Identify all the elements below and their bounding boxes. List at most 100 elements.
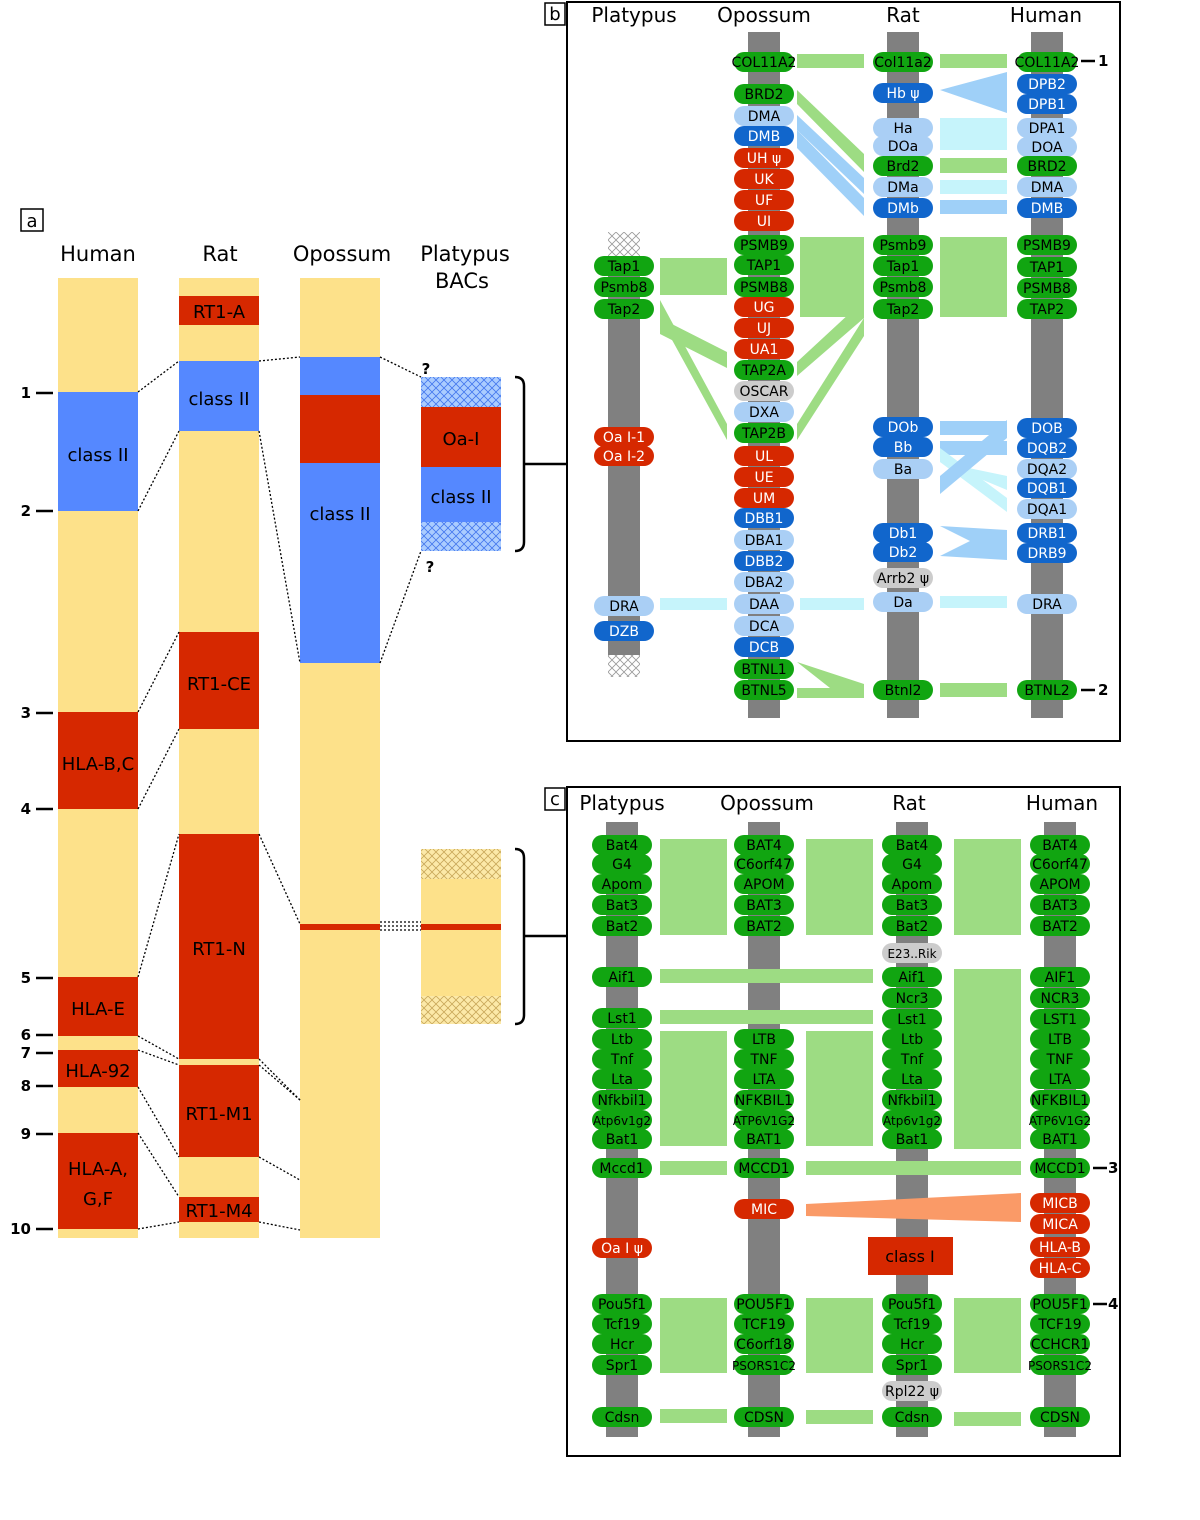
- gene-opossum-ua1: [734, 339, 794, 359]
- rt1-a-label: RT1-A: [193, 302, 246, 323]
- gene-label: Hcr: [610, 1337, 634, 1353]
- gene-human-dob: [1017, 418, 1077, 438]
- tick-1: 1: [21, 384, 31, 402]
- gene-label: DQB2: [1027, 441, 1067, 457]
- tick-7: 7: [21, 1044, 31, 1062]
- question-mark-top: ?: [422, 360, 431, 378]
- gene-opossum-psmb9: [734, 235, 794, 255]
- gene-label: BAT1: [1042, 1132, 1078, 1148]
- gene-human-psors1c2: [1030, 1355, 1090, 1375]
- gene-opossum-pou5f1: [734, 1294, 794, 1314]
- tick-5: 5: [21, 969, 31, 987]
- gene-label: LTA: [1049, 1072, 1072, 1088]
- gene-platypus-apom: [592, 874, 652, 894]
- rt1-ce-label: RT1-CE: [187, 674, 251, 695]
- gene-label: TAP1: [1029, 260, 1064, 276]
- gene-label: Nfkbil1: [597, 1093, 646, 1109]
- gene-human-psmb8: [1017, 278, 1077, 298]
- tick-marks: 1 2 3 4 5 6 7 8 9 10: [10, 384, 53, 1238]
- gene-rat-tap2: [873, 299, 933, 319]
- gene-opossum-daa: [734, 594, 794, 614]
- gene-opossum-dcb: [734, 637, 794, 657]
- gene-human-dqa1: [1017, 499, 1077, 519]
- gene-label: UA1: [750, 342, 779, 358]
- gene-platypus-bat4: [592, 835, 652, 855]
- human-class-ii-label: class II: [67, 445, 128, 466]
- gene-opossum-apom: [734, 874, 794, 894]
- gene-label: BAT3: [1042, 898, 1078, 914]
- gene-label: COL11A2: [1015, 55, 1080, 71]
- panel-c-header-platypus: Platypus: [579, 791, 664, 815]
- gene-platypus-oa-i-: [592, 1238, 652, 1258]
- human-chromosome: class II HLA-B,C HLA-E HLA-92 HLA-A, G,F: [58, 278, 138, 1238]
- gene-human-btnl2: [1017, 680, 1077, 700]
- gene-label: DMB: [1031, 201, 1063, 217]
- platypus-oa-i-label: Oa-I: [442, 429, 479, 450]
- gene-label: Psmb9: [880, 238, 927, 254]
- panel-b-header-rat: Rat: [886, 3, 920, 27]
- header-platypus: Platypus: [420, 242, 510, 266]
- marker-3: 3: [1108, 1159, 1118, 1177]
- gene-human-apom: [1030, 874, 1090, 894]
- panel-c-header-human: Human: [1026, 791, 1098, 815]
- gene-label: DRB9: [1027, 546, 1066, 562]
- gene-opossum-dba2: [734, 572, 794, 592]
- gene-label: TNF: [1045, 1052, 1073, 1068]
- hla-92-label: HLA-92: [65, 1061, 130, 1082]
- panel-c-markers: 3 4: [1093, 1159, 1118, 1313]
- gene-label: PSMB8: [1023, 281, 1071, 297]
- panel-c-genes: Bat4G4ApomBat3Bat2Aif1Lst1LtbTnfLtaNfkbi…: [592, 835, 1092, 1427]
- gene-label: G4: [612, 857, 632, 873]
- header-opossum: Opossum: [293, 242, 391, 266]
- panel-b: b Platypus Opossum Rat Human: [544, 1, 1121, 742]
- rat-class-ii-label: class II: [188, 389, 249, 410]
- gene-label: Spr1: [606, 1358, 638, 1374]
- gene-label: PSORS1C2: [1028, 1359, 1092, 1373]
- gene-label: Tnf: [610, 1052, 634, 1068]
- tick-8: 8: [21, 1077, 31, 1095]
- gene-human-tap1: [1017, 257, 1077, 277]
- gene-opossum-dba1: [734, 530, 794, 550]
- gene-label: MICA: [1042, 1217, 1078, 1233]
- gene-human-tcf19: [1030, 1314, 1090, 1334]
- gene-rat-aif1: [882, 967, 942, 987]
- gene-human-psmb9: [1017, 235, 1077, 255]
- gene-label: Mccd1: [599, 1161, 644, 1177]
- gene-opossum-tap2a: [734, 360, 794, 380]
- tick-9: 9: [21, 1125, 31, 1143]
- gene-opossum-uk: [734, 169, 794, 189]
- gene-rat-da: [873, 592, 933, 612]
- gene-rat-e23-rik: [882, 943, 942, 963]
- gene-human-drb1: [1017, 523, 1077, 543]
- gene-label: UJ: [757, 321, 771, 337]
- gene-human-dqb1: [1017, 478, 1077, 498]
- gene-label: Apom: [602, 877, 643, 893]
- gene-label: LTB: [1048, 1032, 1072, 1048]
- rat-chromosome: RT1-A class II RT1-CE RT1-N RT1-M1 RT1-M…: [179, 278, 259, 1238]
- gene-opossum-dbb2: [734, 551, 794, 571]
- panel-b-header-opossum: Opossum: [717, 3, 811, 27]
- gene-label: MCCD1: [738, 1161, 789, 1177]
- gene-rat-lta: [882, 1069, 942, 1089]
- gene-label: UM: [753, 491, 775, 507]
- gene-label: Lst1: [607, 1011, 637, 1027]
- gene-human-doa: [1017, 137, 1077, 157]
- gene-human-c6orf47: [1030, 854, 1090, 874]
- panel-b-markers: 1 2: [1081, 52, 1108, 699]
- gene-rat-arrb2-: [873, 568, 933, 588]
- gene-human-ltb: [1030, 1029, 1090, 1049]
- rt1-m4-region: [179, 1197, 259, 1222]
- gene-label: Psmb8: [880, 280, 927, 296]
- rt1-n-region: [179, 834, 259, 1059]
- panel-b-connectors: [660, 54, 1007, 698]
- gene-human-dqb2: [1017, 438, 1077, 458]
- gene-opossum-ui: [734, 211, 794, 231]
- gene-label: LST1: [1043, 1012, 1077, 1028]
- gene-label: AIF1: [1045, 970, 1076, 986]
- gene-human-atp6v1g2: [1030, 1110, 1090, 1130]
- gene-label: DPB2: [1028, 77, 1066, 93]
- gene-human-bat1: [1030, 1129, 1090, 1149]
- gene-human-tap2: [1017, 299, 1077, 319]
- gene-rat-bat2: [882, 916, 942, 936]
- tick-10: 10: [10, 1220, 31, 1238]
